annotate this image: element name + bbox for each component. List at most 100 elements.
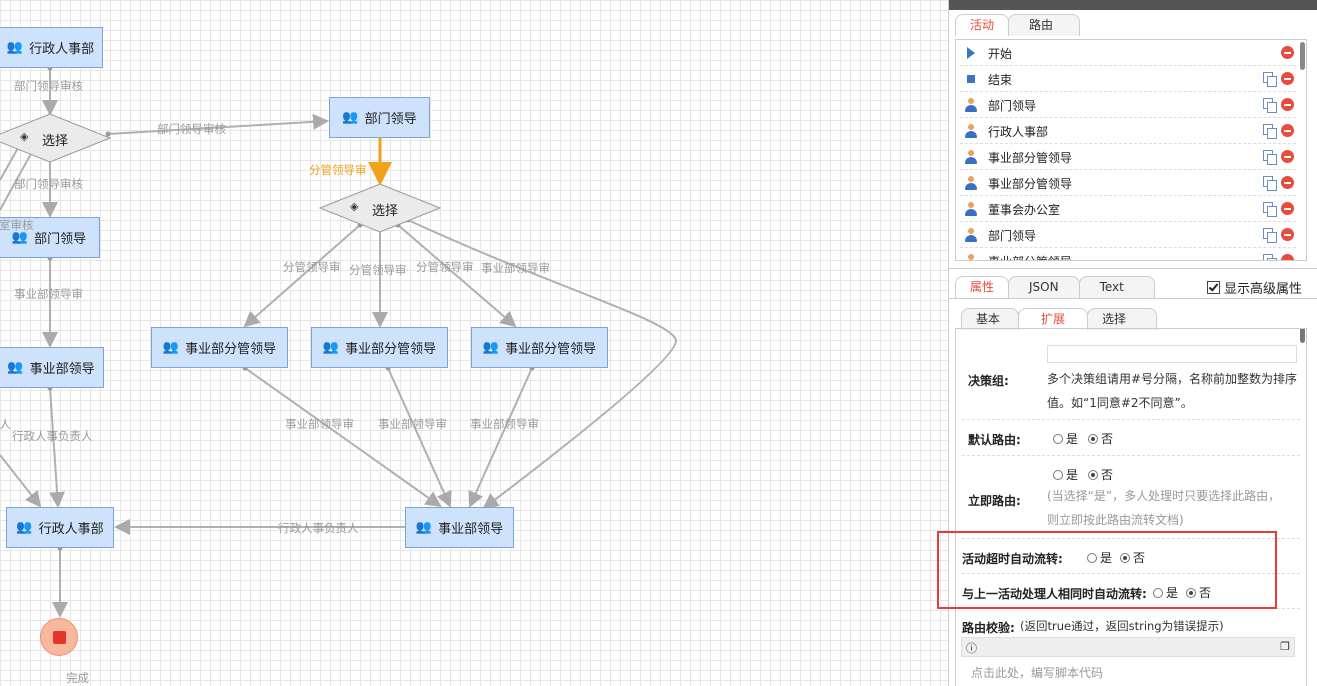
copy-icon[interactable] [1263,98,1277,113]
node-biz-sub-leader-1[interactable]: 👥事业部分管领导 [151,327,288,368]
user-group-icon: 👥 [11,230,29,245]
node-biz-sub-leader-2[interactable]: 👥 事业部分管领导 [311,327,448,368]
edge-path[interactable] [407,219,677,510]
restore-window-icon[interactable]: ❐ [1280,640,1290,653]
tab-text[interactable]: Text [1078,276,1155,298]
edge-path[interactable] [0,149,34,211]
edge-path[interactable] [0,454,42,508]
node-biz-dept-leader-left[interactable]: 👥事业部领导 [0,347,104,388]
end-node[interactable] [40,618,78,656]
property-tabs: 属性 JSON Text [955,276,1155,298]
decision-group-label: 决策组: [968,374,1009,388]
edge-label: 部门领导审核 [157,122,226,136]
node-admin-hr-top[interactable]: 👥行政人事部 [0,27,103,68]
form-scrollbar[interactable] [1300,329,1305,343]
timeout-auto-yes[interactable]: 是 [1087,549,1112,566]
edge-path[interactable] [107,113,329,135]
same-handler-auto-yes[interactable]: 是 [1153,584,1178,601]
delete-icon[interactable] [1281,176,1294,189]
delete-icon[interactable] [1281,202,1294,215]
same-handler-auto-no[interactable]: 否 [1186,584,1211,601]
tab-basic[interactable]: 基本 [961,308,1020,330]
end-node-label: 完成 [66,671,89,685]
decision-group-input[interactable] [1047,345,1297,363]
list-item[interactable]: 结束 [960,66,1296,92]
edge-label: 行政人事负责人 [278,521,359,535]
delete-icon[interactable] [1281,124,1294,137]
gateway-left-shape[interactable] [0,113,112,163]
user-group-icon: 👥 [322,340,340,355]
person-icon [964,124,978,138]
copy-icon[interactable] [1263,150,1277,165]
list-item[interactable]: 部门领导 [960,222,1296,248]
list-item[interactable]: 行政人事部 [960,118,1296,144]
list-item[interactable]: 事业部分管领导 [960,248,1296,260]
default-route-yes[interactable]: 是 [1053,430,1078,447]
node-biz-sub-leader-3[interactable]: 👥事业部分管领导 [471,327,608,368]
delete-icon[interactable] [1281,228,1294,241]
edge-path[interactable] [0,147,19,181]
decision-group-row: 决策组: 多个决策组请用#号分隔，名称前加整数为排序 值。如“1同意#2不同意”… [962,329,1300,420]
edge-path[interactable] [49,387,66,508]
copy-icon[interactable] [1263,254,1277,260]
tab-properties[interactable]: 属性 [955,276,1010,298]
route-check-label: 路由校验: [962,621,1015,635]
delete-icon[interactable] [1281,150,1294,163]
properties-panel: 活动 路由 开始 结束 部门领导 行政人事部 事业部分管领导 [948,0,1317,686]
delete-icon[interactable] [1281,98,1294,111]
list-item[interactable]: 部门领导 [960,92,1296,118]
copy-icon[interactable] [1263,124,1277,139]
tab-extension[interactable]: 扩展 [1018,308,1089,330]
list-scrollbar[interactable] [1300,42,1305,70]
list-item[interactable]: 事业部分管领导 [960,144,1296,170]
person-icon [964,98,978,112]
timeout-auto-no[interactable]: 否 [1120,549,1145,566]
advanced-properties-toggle[interactable]: 显示高级属性 [1207,278,1302,297]
immediate-route-label: 立即路由: [968,494,1021,508]
user-group-icon: 👥 [16,520,33,535]
checkbox-checked[interactable] [1207,281,1220,294]
edge-path[interactable] [397,224,517,328]
same-handler-auto-label: 与上一活动处理人相同时自动流转: [962,587,1147,601]
copy-icon[interactable] [1263,228,1277,243]
person-icon [964,150,978,164]
immediate-route-yes[interactable]: 是 [1053,466,1078,483]
person-icon [964,202,978,216]
edge-path[interactable] [387,367,452,508]
copy-icon[interactable] [1263,176,1277,191]
tabs-underline [949,298,1317,299]
delete-icon[interactable] [1281,254,1294,260]
edge-label: 分管领导审 [416,260,474,274]
copy-icon[interactable] [1263,202,1277,217]
node-dept-leader-left[interactable]: 👥部门领导 [0,217,100,258]
route-check-hint: (返回true通过，返回string为错误提示) [1020,619,1224,633]
flow-canvas[interactable]: 👥行政人事部 👥部门领导 👥事业部领导 👥行政人事部 👥部门领导 👥 事业部分管领… [0,0,948,686]
delete-icon[interactable] [1281,46,1294,59]
node-dept-leader-right[interactable]: 👥部门领导 [329,97,430,138]
edge-path[interactable] [468,367,533,508]
node-label: 事业部分管领导 [345,342,437,357]
node-biz-dept-leader-right[interactable]: 👥事业部领导 [405,507,514,548]
script-toolbar: ⓘ ❐ [961,637,1295,657]
immediate-route-no[interactable]: 否 [1088,466,1113,483]
edge-label: 分管领导审 [349,263,407,277]
info-icon[interactable]: ⓘ [966,642,977,655]
node-admin-hr-bottom[interactable]: 👥行政人事部 [6,507,114,548]
default-route-no[interactable]: 否 [1088,430,1113,447]
tab-json[interactable]: JSON [1008,276,1080,298]
list-item[interactable]: 开始 [960,40,1296,66]
tab-routes[interactable]: 路由 [1008,14,1081,36]
delete-icon[interactable] [1281,72,1294,85]
list-item[interactable]: 董事会办公室 [960,196,1296,222]
tab-select[interactable]: 选择 [1087,308,1158,330]
edge-label: 责人 [0,417,11,431]
list-item[interactable]: 事业部分管领导 [960,170,1296,196]
script-editor-placeholder[interactable]: 点击此处，编写脚本代码 [971,666,1104,680]
edge-path[interactable] [243,224,361,328]
edge-label: 事业部领导审 [285,417,354,431]
tab-activities[interactable]: 活动 [955,14,1010,36]
copy-icon[interactable] [1263,72,1277,87]
gateway-right-shape[interactable] [318,183,442,233]
default-route-row: 默认路由: 是 否 [962,420,1300,456]
edge-path[interactable] [244,367,442,508]
